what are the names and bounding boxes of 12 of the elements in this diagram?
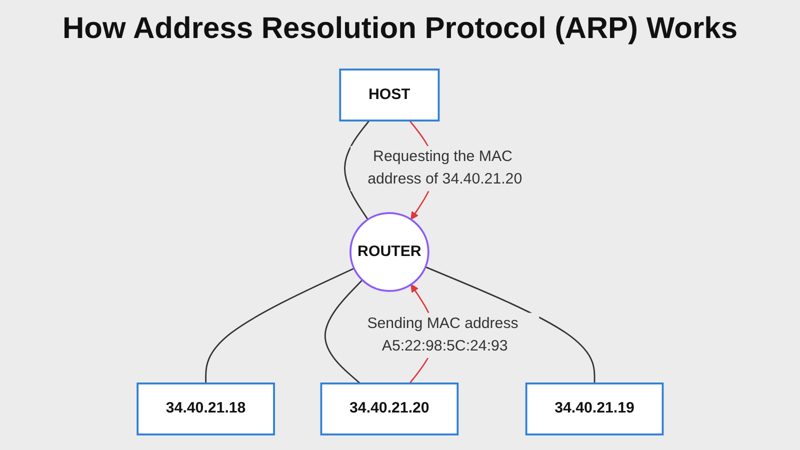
node-circle: ROUTER [349, 212, 430, 292]
connector [424, 266, 596, 384]
node-box: 34.40.21.19 [525, 382, 664, 436]
node-box: 34.40.21.20 [320, 382, 458, 436]
connector [344, 120, 370, 220]
edge-label: Requesting the MAC address of 34.40.21.20 [367, 148, 522, 188]
edge-label: Sending MAC address A5:22:98:5C:24:93 [367, 316, 518, 354]
node-box: HOST [339, 68, 440, 122]
node-box: 34.40.21.18 [136, 382, 275, 436]
title: How Address Resolution Protocol (ARP) Works [61, 12, 739, 46]
connector [204, 268, 354, 384]
connector [324, 280, 363, 384]
